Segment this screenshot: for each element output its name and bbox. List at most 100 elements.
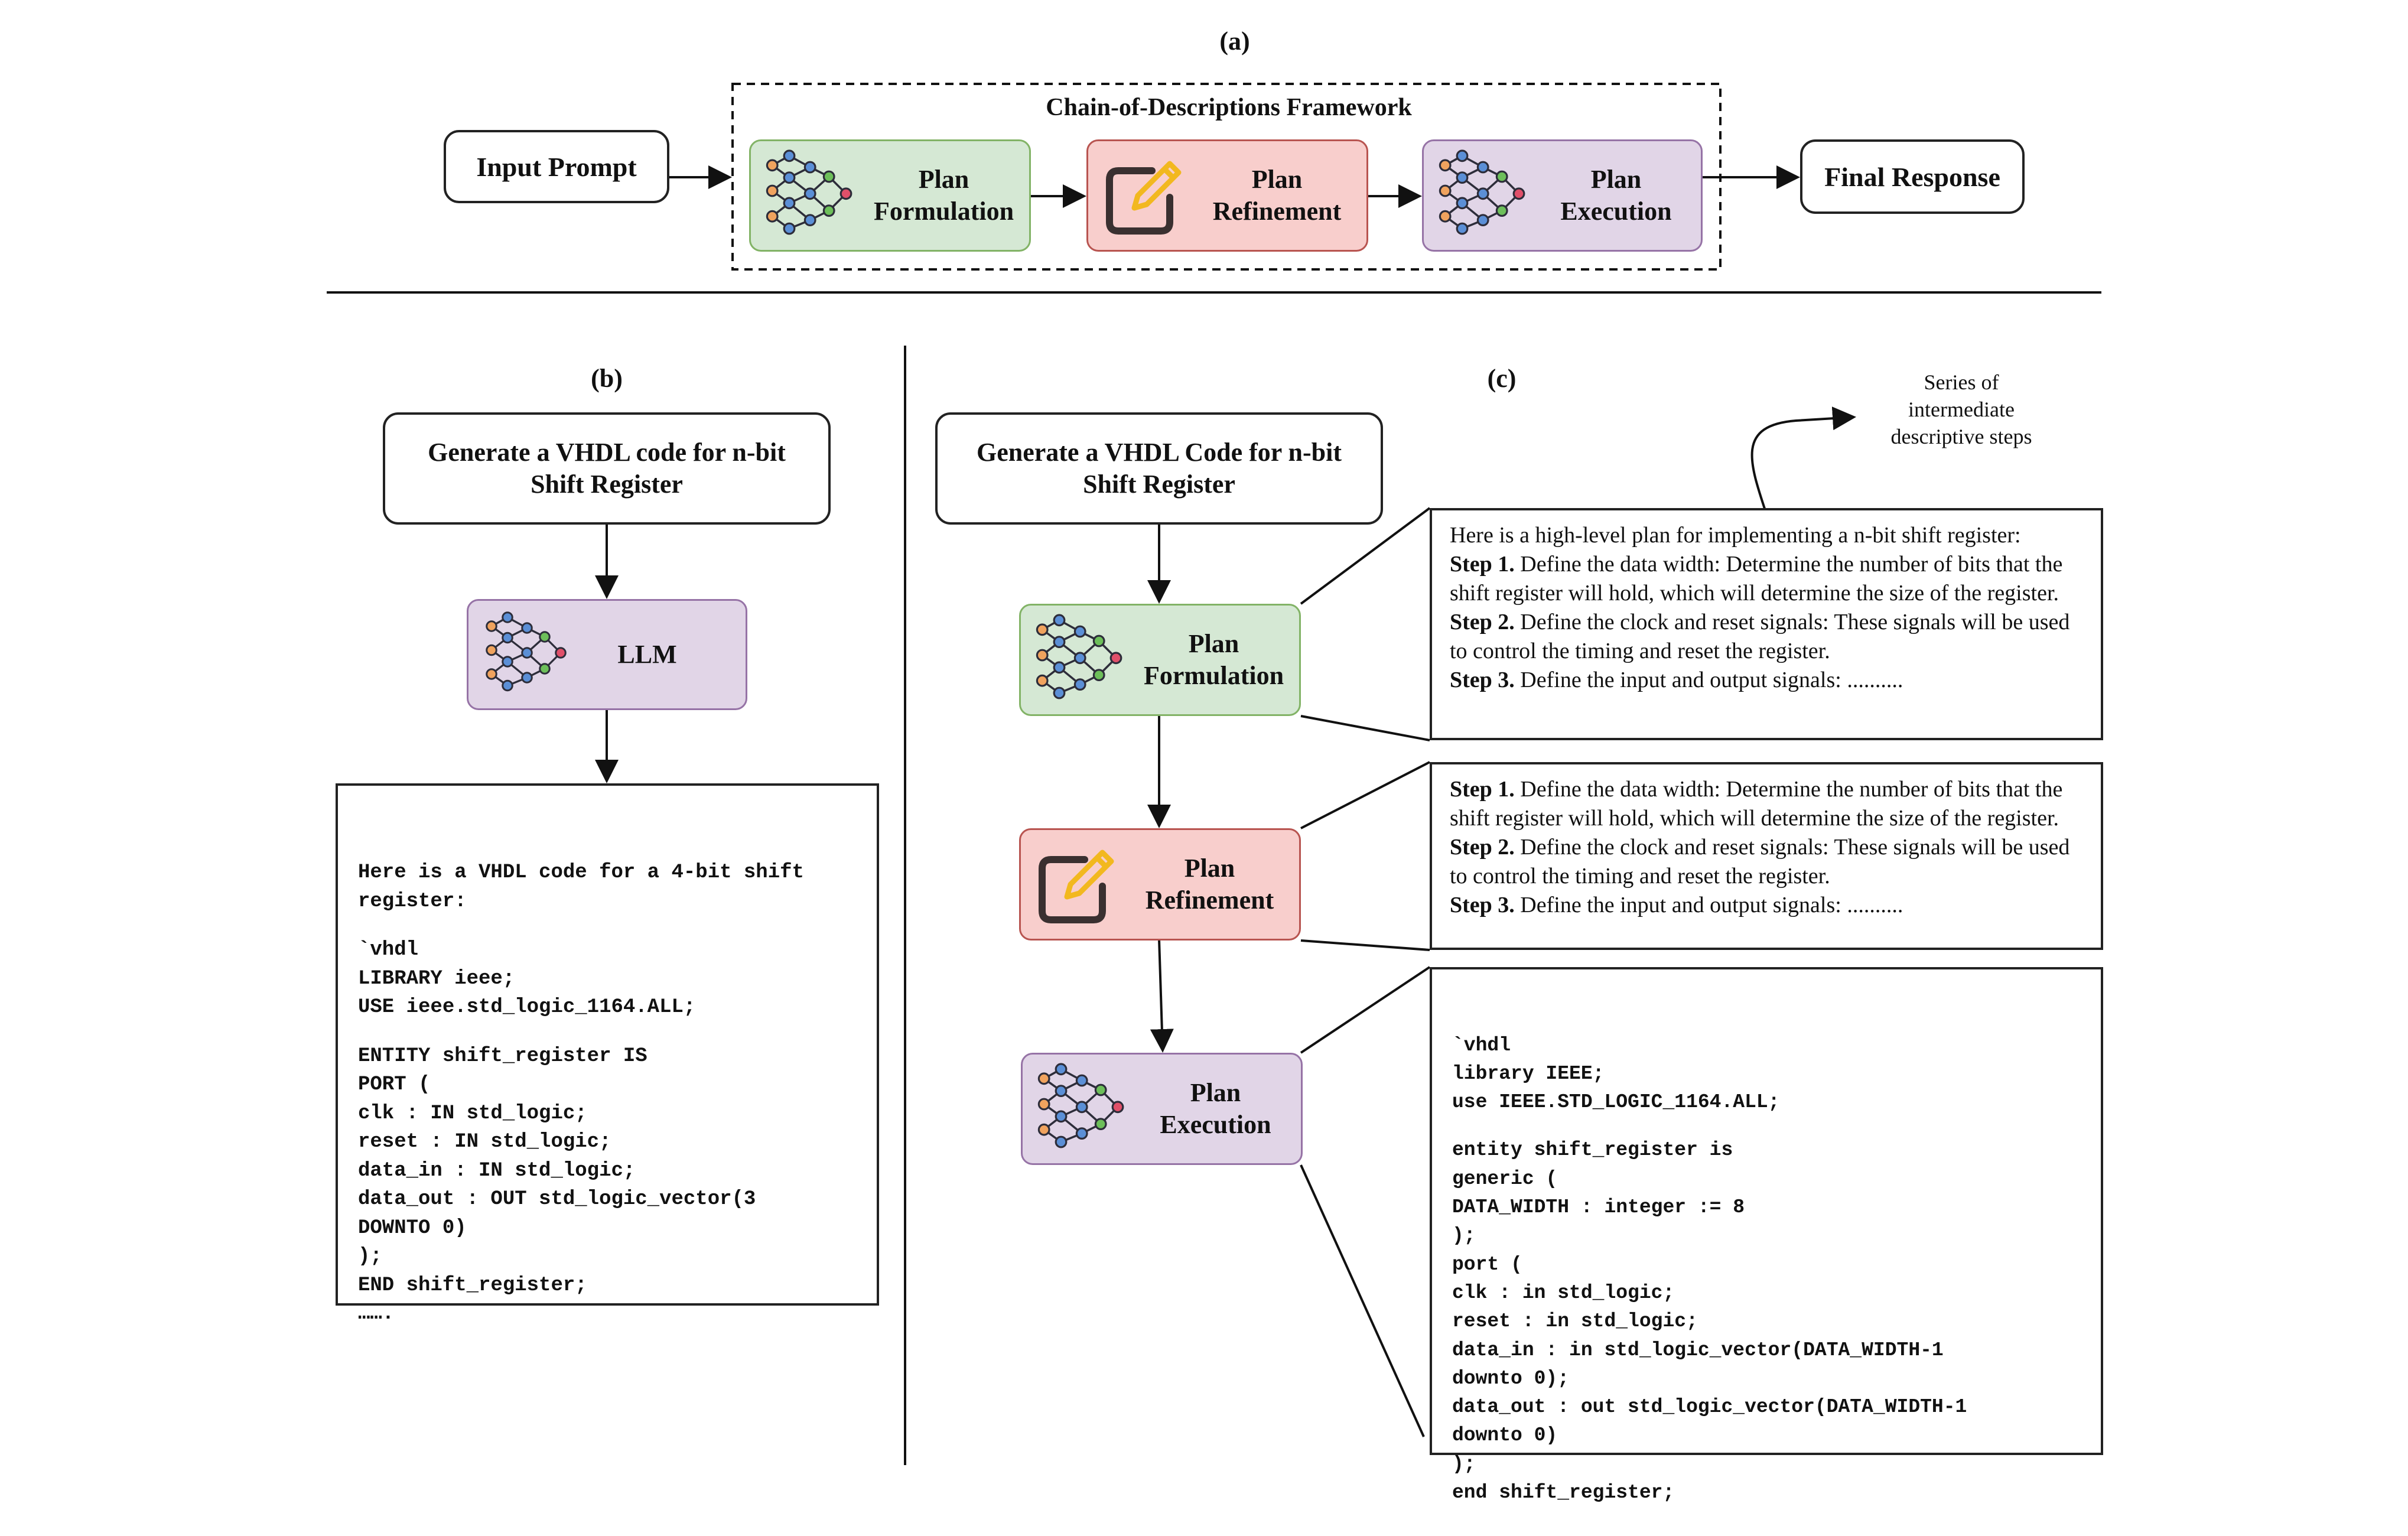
panel-c-code-line: entity shift_register is [1452, 1139, 1733, 1161]
panel-c-code-line: port ( [1452, 1253, 1522, 1275]
panel-c-code-line: ); [1452, 1225, 1476, 1247]
pencil-square-icon [1039, 850, 1114, 923]
panel-c-code-line: use IEEE.STD_LOGIC_1164.ALL; [1452, 1091, 1780, 1114]
panel-c-code-line: downto 0) [1452, 1424, 1558, 1447]
llm-label: LLM [617, 640, 677, 669]
panel-a-label: (a) [1219, 27, 1250, 56]
stage-execution-line1: Plan [1590, 165, 1642, 194]
panel-b-code-line: LIBRARY ieee; [358, 967, 515, 990]
final-response-text: Final Response [1824, 161, 2000, 192]
refinement-step1-text: Define the data width: Determine the num… [1450, 777, 2063, 831]
prompt-text-c: Generate a VHDL Code for n-bit Shift Reg… [977, 438, 1342, 499]
code-lines-c: `vhdl library IEEE; use IEEE.STD_LOGIC_116… [1452, 1031, 2081, 1508]
panel-b-code-line: Here is a VHDL code for a 4-bit shift [358, 861, 804, 884]
panel-b-code-line: clk : IN std_logic; [358, 1102, 587, 1125]
formulation-step2-label: Step 2. [1450, 610, 1515, 634]
panel-c-code-line: `vhdl [1452, 1034, 1511, 1056]
panel-b-code-line [358, 1022, 857, 1042]
panel-c-code-line: clk : in std_logic; [1452, 1281, 1675, 1304]
stage-formulation-line2: Formulation [873, 197, 1014, 226]
stage-execution-line2: Execution [1560, 197, 1672, 226]
panel-b-code-line: register: [358, 890, 467, 913]
formulation-step1-text: Define the data width: Determine the num… [1450, 552, 2063, 606]
refinement-step3-text: Define the input and output signals: ...… [1514, 893, 1903, 917]
final-response-box: Final Response [1800, 139, 2025, 214]
arrow-refinement-to-execution-c [1150, 939, 1174, 1053]
input-prompt-text: Input Prompt [476, 151, 637, 182]
input-prompt-box: Input Prompt [444, 130, 669, 203]
panel-c-code-line: reset : in std_logic; [1452, 1310, 1698, 1333]
panel-c-code-line: generic ( [1452, 1167, 1558, 1190]
panel-b-code-line: ……. [358, 1303, 395, 1325]
stage-c-execution-line2: Execution [1160, 1110, 1271, 1139]
panel-b-code-line: reset : IN std_logic; [358, 1131, 611, 1153]
llm-code-output: Here is a VHDL code for a 4-bit shift reg… [336, 783, 879, 1325]
formulation-description: Here is a high-level plan for implementi… [1430, 508, 2103, 740]
formulation-step2-text: Define the clock and reset signals: Thes… [1450, 610, 2070, 663]
stage-c-refinement-line1: Plan [1184, 854, 1235, 883]
formulation-step1-label: Step 1. [1450, 552, 1515, 577]
stage-refinement-line1: Plan [1251, 165, 1303, 194]
refinement-step1-label: Step 1. [1450, 777, 1515, 802]
panel-c-code-line: end shift_register; [1452, 1482, 1675, 1504]
formulation-step3-text: Define the input and output signals: ...… [1514, 668, 1903, 692]
pencil-square-icon [1106, 161, 1182, 235]
network-icon [1037, 1063, 1124, 1148]
prompt-text-b: Generate a VHDL code for n-bit Shift Reg… [428, 438, 786, 499]
stage-c-execution-line1: Plan [1190, 1078, 1241, 1107]
callout-refinement-bottom [1300, 939, 1430, 951]
panel-b-code-line: data_in : IN std_logic; [358, 1159, 636, 1182]
panel-b-code-line: END shift_register; [358, 1274, 587, 1297]
refinement-step3-label: Step 3. [1450, 893, 1515, 917]
callout-execution-top [1300, 966, 1431, 1054]
stage-c-refinement-line2: Refinement [1145, 886, 1274, 915]
network-icon [1439, 149, 1525, 235]
formulation-intro: Here is a high-level plan for implementi… [1450, 523, 2021, 548]
prompt-box-c: Generate a VHDL Code for n-bit Shift Reg… [935, 412, 1383, 525]
stage-formulation-line1: Plan [918, 165, 969, 194]
stage-c-formulation-line2: Formulation [1143, 661, 1284, 690]
callout-formulation-bottom [1300, 715, 1430, 741]
formulation-step3-label: Step 3. [1450, 668, 1515, 692]
panel-c-code-line: library IEEE; [1452, 1062, 1605, 1085]
panel-b-code-line: PORT ( [358, 1073, 431, 1096]
stage-refinement-line2: Refinement [1212, 197, 1342, 226]
refinement-step2-label: Step 2. [1450, 835, 1515, 860]
annotation-curve-arrow [1750, 406, 1856, 515]
panel-c-code-line: data_in : in std_logic_vector(DATA_WIDTH… [1452, 1339, 1944, 1361]
callout-formulation-top [1300, 507, 1431, 605]
panel-b-label: (b) [591, 364, 623, 393]
panel-b-code-line: DOWNTO 0) [358, 1216, 467, 1239]
annotation-text: Series of intermediate descriptive steps [1855, 369, 2068, 450]
panel-c-code-line: DATA_WIDTH : integer := 8 [1452, 1196, 1745, 1219]
network-icon [1036, 614, 1122, 699]
panel-b-code-line: `vhdl [358, 939, 419, 961]
connector-layer [327, 83, 2101, 1465]
panel-b-code-line [358, 916, 857, 936]
network-icon [766, 149, 852, 235]
panel-b-code-line: ); [358, 1245, 382, 1268]
prompt-box-b: Generate a VHDL code for n-bit Shift Reg… [383, 412, 831, 525]
annotation-line2: intermediate [1908, 398, 2015, 421]
annotation-line3: descriptive steps [1890, 425, 2032, 448]
refinement-step2-text: Define the clock and reset signals: Thes… [1450, 835, 2070, 889]
framework-title: Chain-of-Descriptions Framework [1046, 94, 1412, 121]
callout-refinement-top [1300, 761, 1430, 829]
stage-c-formulation-line1: Plan [1188, 629, 1239, 658]
network-icon [486, 611, 567, 692]
refinement-description: Step 1. Define the data width: Determine… [1430, 762, 2103, 950]
code-lines-b: Here is a VHDL code for a 4-bit shift reg… [358, 858, 857, 1329]
panel-b-code-line: data_out : OUT std_logic_vector(3 [358, 1188, 756, 1210]
annotation-line1: Series of [1924, 370, 1999, 394]
panel-c-code-line [1452, 1117, 2081, 1136]
panel-b-code-line: USE ieee.std_logic_1164.ALL; [358, 996, 696, 1018]
panel-c-code-line: downto 0); [1452, 1367, 1570, 1389]
panel-c-code-line: ); [1452, 1453, 1476, 1475]
panel-c-code-line: data_out : out std_logic_vector(DATA_WID… [1452, 1396, 1967, 1418]
panel-c-label: (c) [1487, 364, 1517, 393]
